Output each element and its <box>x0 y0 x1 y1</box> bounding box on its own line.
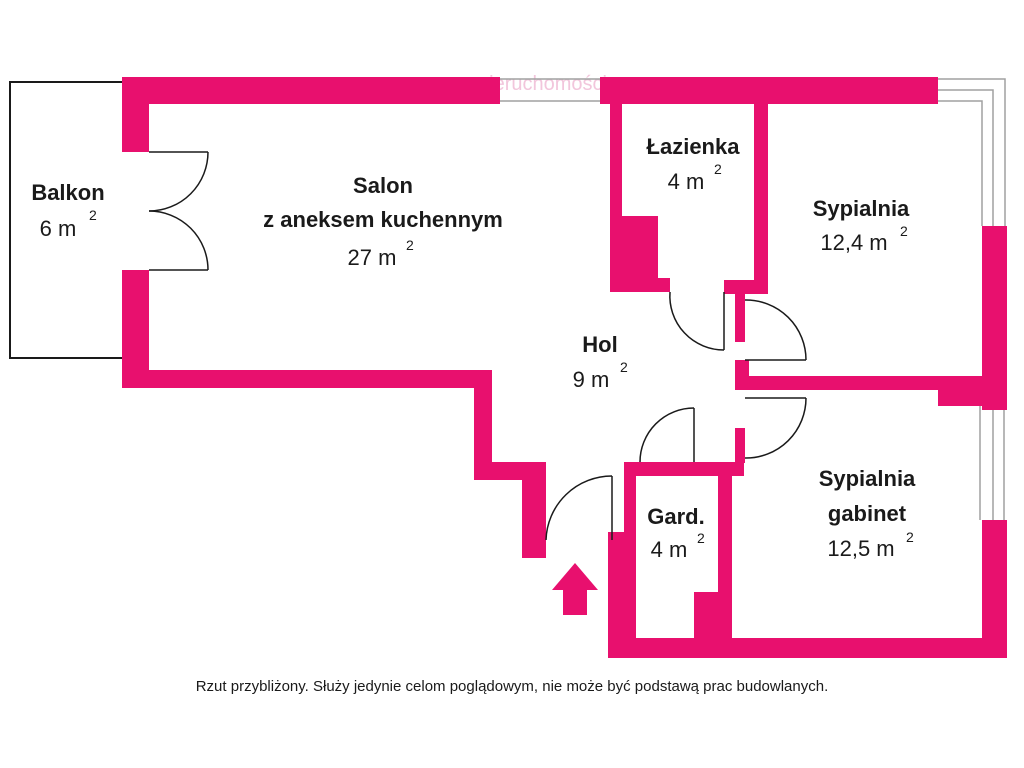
area-unit-sup: 2 <box>900 223 908 239</box>
balcony-outline <box>9 81 124 359</box>
area-unit-sup: 2 <box>620 359 628 375</box>
arrow-up-icon <box>552 563 598 615</box>
room-hol: Hol 9 m 2 <box>573 332 628 392</box>
svg-text:6 m: 6 m <box>40 216 77 241</box>
room-gard: Gard. 4 m 2 <box>647 504 705 562</box>
room-area: 6 m <box>40 216 77 241</box>
area-unit-sup: 2 <box>89 207 97 223</box>
area-unit-sup: 2 <box>714 161 722 177</box>
area-unit-sup: 2 <box>906 529 914 545</box>
room-area: 4 m <box>668 169 705 194</box>
room-name: Balkon <box>31 180 104 205</box>
room-area: 12,4 m <box>820 230 887 255</box>
disclaimer-footnote: Rzut przybliżony. Służy jedynie celom po… <box>195 678 829 695</box>
room-sypialnia: Sypialnia 12,4 m 2 <box>813 196 910 255</box>
room-name: Hol <box>582 332 617 357</box>
entrance-door <box>545 475 613 541</box>
room-area: 12,5 m <box>827 536 894 561</box>
room-name: Łazienka <box>647 134 741 159</box>
room-gabinet: Sypialnia gabinet 12,5 m 2 <box>819 466 916 561</box>
room-name: Sypialnia <box>813 196 910 221</box>
walls <box>122 77 1007 658</box>
room-salon: Salon z aneksem kuchennym 27 m 2 <box>263 173 503 270</box>
room-area: 4 m <box>651 537 688 562</box>
wardrobe-door <box>639 407 695 463</box>
room-balkon: Balkon 6 m 2 <box>31 180 104 241</box>
room-area: 27 m <box>348 245 397 270</box>
windows <box>500 78 1006 520</box>
area-unit-sup: 2 <box>406 237 414 253</box>
room-area: 9 m <box>573 367 610 392</box>
room-name: Sypialnia <box>819 466 916 491</box>
room-lazienka: Łazienka 4 m 2 <box>647 134 741 194</box>
room-name: Gard. <box>647 504 704 529</box>
area-unit-sup: 2 <box>697 530 705 546</box>
bedroom-door <box>744 299 807 361</box>
room-name-line2: z aneksem kuchennym <box>263 207 503 232</box>
balcony-door <box>148 151 209 271</box>
room-name-line2: gabinet <box>828 501 907 526</box>
bathroom-door <box>669 291 725 351</box>
room-name: Salon <box>353 173 413 198</box>
office-door <box>744 397 807 459</box>
